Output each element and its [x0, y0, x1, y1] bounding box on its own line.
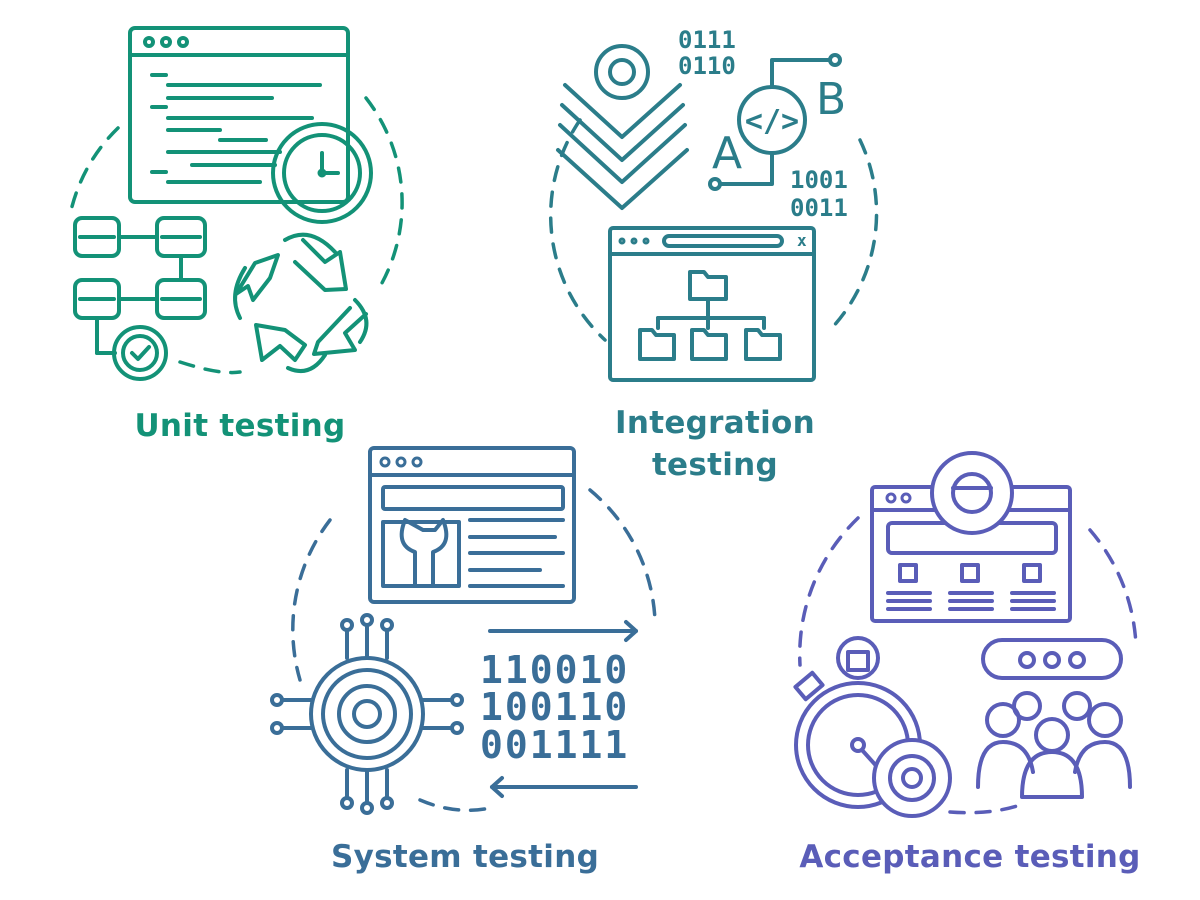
users-chat-icon [976, 638, 1132, 799]
svg-text:B: B [816, 74, 846, 125]
svg-text:001111: 001111 [480, 723, 629, 767]
acceptance-testing-icon [793, 451, 1138, 818]
unit-testing-icon [68, 26, 404, 381]
integration-testing-label: Integration testing [560, 402, 870, 486]
code-circle-icon: </> [708, 53, 842, 191]
integration-label-line1: Integration [615, 405, 815, 441]
system-testing-icon: 110010 100110 001111 [270, 446, 657, 815]
integration-testing-icon: </> A B 0111 0110 1001 0011 x [548, 26, 879, 382]
gear-icon [594, 44, 650, 100]
dashed-circle [68, 126, 120, 217]
svg-text:110010: 110010 [480, 648, 629, 692]
acceptance-testing-label: Acceptance testing [799, 839, 1141, 875]
web-page-gear-icon [870, 451, 1072, 623]
check-badge-icon [112, 325, 168, 381]
arrow-left-icon [490, 776, 638, 798]
svg-text:x: x [797, 231, 807, 250]
layers-icon [556, 83, 689, 210]
folder-tree-window-icon [608, 226, 816, 382]
svg-text:100110: 100110 [480, 685, 629, 729]
gear-chip-icon [270, 613, 464, 815]
cycle-arrows-icon [233, 232, 369, 373]
svg-text:1001: 1001 [790, 166, 848, 194]
flowchart-icon [73, 216, 207, 355]
code-window-icon [128, 26, 350, 204]
integration-label-line2: testing [651, 447, 779, 483]
svg-text:</>: </> [745, 104, 799, 139]
stopwatch-gear-icon [793, 636, 952, 818]
arrow-right-icon [488, 620, 638, 642]
svg-text:0011: 0011 [790, 194, 848, 222]
clock-icon [271, 122, 373, 224]
svg-text:A: A [712, 128, 742, 179]
svg-text:0110: 0110 [678, 52, 736, 80]
unit-testing-label: Unit testing [134, 408, 346, 444]
wrench-window-icon [368, 446, 576, 604]
svg-text:0111: 0111 [678, 26, 736, 54]
system-testing-label: System testing [330, 839, 600, 875]
